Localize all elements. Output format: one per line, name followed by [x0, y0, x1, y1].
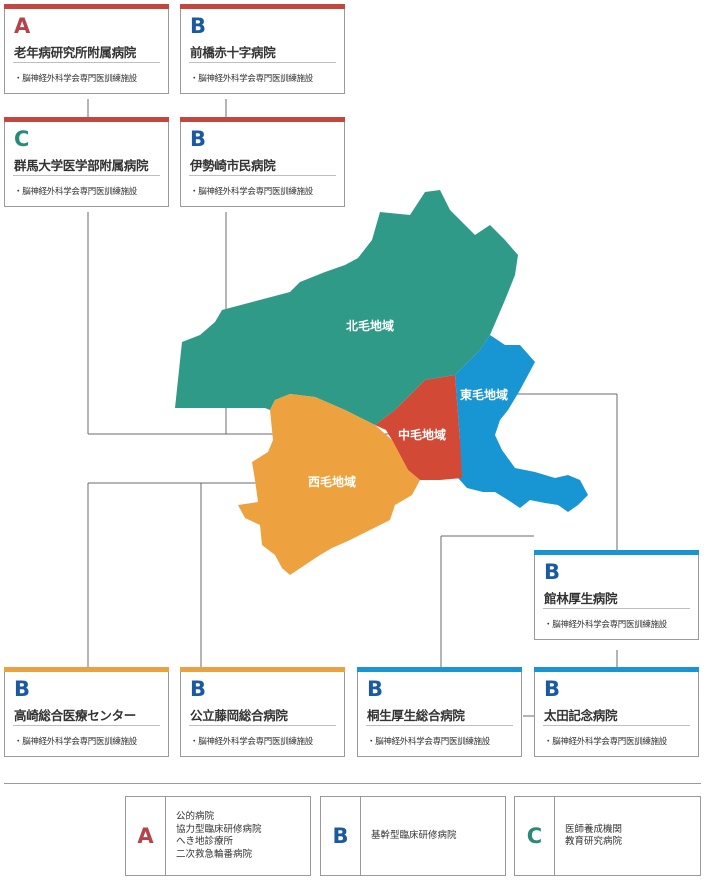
hospital-card-takasaki[interactable]: B 高崎総合医療センター ・脳神経外科学会専門医訓練施設 [4, 667, 169, 757]
legend-item-c: C 医師養成機関 教育研究病院 [514, 796, 701, 876]
region-west[interactable] [238, 394, 420, 575]
hospital-card-rojin[interactable]: A 老年病研究所附属病院 ・脳神経外科学会専門医訓練施設 [4, 4, 169, 94]
legend-item-b: B 基幹型臨床研修病院 [320, 796, 506, 876]
grade-badge: B [544, 560, 561, 584]
card-top-bar [4, 4, 169, 9]
grade-badge: C [14, 127, 30, 151]
legend-grade-badge: C [515, 797, 555, 875]
divider [189, 175, 336, 176]
region-north[interactable] [175, 190, 518, 425]
region-label-north: 北毛地域 [346, 318, 394, 333]
legend-description: 医師養成機関 教育研究病院 [565, 797, 622, 875]
hospital-name: 太田記念病院 [544, 708, 618, 723]
legend-item-a: A 公的病院 協力型臨床研修病院 へき地診療所 二次救急輪番病院 [125, 796, 311, 876]
hospital-tag: ・脳神経外科学会専門医訓練施設 [190, 187, 314, 197]
card-top-bar [534, 550, 699, 555]
card-top-bar [180, 667, 345, 672]
legend-grade-badge: A [126, 797, 166, 875]
hospital-tag: ・脳神経外科学会専門医訓練施設 [14, 737, 138, 747]
hospital-card-fujioka[interactable]: B 公立藤岡総合病院 ・脳神経外科学会専門医訓練施設 [180, 667, 345, 757]
legend-line: 二次救急輪番病院 [176, 848, 253, 860]
hospital-tag: ・脳神経外科学会専門医訓練施設 [14, 74, 138, 84]
divider [13, 175, 160, 176]
divider [189, 725, 336, 726]
grade-badge: B [14, 677, 31, 701]
hospital-name: 桐生厚生総合病院 [367, 708, 465, 723]
hospital-tag: ・脳神経外科学会専門医訓練施設 [544, 620, 668, 630]
hospital-card-gunma-univ[interactable]: C 群馬大学医学部附属病院 ・脳神経外科学会専門医訓練施設 [4, 117, 169, 207]
hospital-name: 群馬大学医学部附属病院 [14, 158, 149, 173]
legend-description: 基幹型臨床研修病院 [371, 797, 457, 875]
hospital-name: 老年病研究所附属病院 [14, 45, 137, 60]
region-label-west: 西毛地域 [308, 474, 356, 489]
hospital-name: 前橋赤十字病院 [190, 45, 276, 60]
region-label-east: 東毛地域 [460, 387, 508, 402]
hospital-name: 館林厚生病院 [544, 591, 618, 606]
hospital-card-ota[interactable]: B 太田記念病院 ・脳神経外科学会専門医訓練施設 [534, 667, 699, 757]
hospital-card-tatebayashi[interactable]: B 館林厚生病院 ・脳神経外科学会専門医訓練施設 [534, 550, 699, 640]
hospital-tag: ・脳神経外科学会専門医訓練施設 [544, 737, 668, 747]
legend-grade-badge: B [321, 797, 361, 875]
card-top-bar [357, 667, 522, 672]
legend-line: 教育研究病院 [565, 836, 623, 847]
hospital-tag: ・脳神経外科学会専門医訓練施設 [190, 74, 314, 84]
legend-line: 基幹型臨床研修病院 [371, 829, 457, 841]
card-top-bar [180, 4, 345, 9]
legend-line: 協力型臨床研修病院 [176, 823, 262, 835]
card-top-bar [180, 117, 345, 122]
legend-line: へき地診療所 [176, 836, 234, 847]
grade-badge: B [367, 677, 384, 701]
divider [13, 725, 160, 726]
grade-badge: B [190, 14, 207, 38]
hospital-tag: ・脳神経外科学会専門医訓練施設 [14, 187, 138, 197]
card-top-bar [534, 667, 699, 672]
card-top-bar [4, 117, 169, 122]
hospital-tag: ・脳神経外科学会専門医訓練施設 [367, 737, 491, 747]
hospital-card-isesaki[interactable]: B 伊勢崎市民病院 ・脳神経外科学会専門医訓練施設 [180, 117, 345, 207]
divider [543, 725, 690, 726]
grade-badge: B [190, 127, 207, 151]
divider [13, 62, 160, 63]
grade-badge: B [544, 677, 561, 701]
region-central[interactable] [375, 375, 462, 480]
legend-line: 公的病院 [176, 811, 215, 822]
legend-line: 医師養成機関 [565, 823, 623, 835]
hospital-tag: ・脳神経外科学会専門医訓練施設 [190, 737, 314, 747]
hospital-name: 伊勢崎市民病院 [190, 158, 276, 173]
divider [366, 725, 513, 726]
legend-divider [4, 783, 701, 784]
hospital-name: 高崎総合医療センター [14, 708, 137, 723]
divider [543, 608, 690, 609]
hospital-name: 公立藤岡総合病院 [190, 708, 288, 723]
region-east[interactable] [455, 335, 588, 512]
grade-badge: A [14, 14, 31, 38]
hospital-card-kiryu[interactable]: B 桐生厚生総合病院 ・脳神経外科学会専門医訓練施設 [357, 667, 522, 757]
grade-badge: B [190, 677, 207, 701]
region-label-central: 中毛地域 [398, 427, 446, 442]
hospital-card-maebashi[interactable]: B 前橋赤十字病院 ・脳神経外科学会専門医訓練施設 [180, 4, 345, 94]
card-top-bar [4, 667, 169, 672]
divider [189, 62, 336, 63]
legend-description: 公的病院 協力型臨床研修病院 へき地診療所 二次救急輪番病院 [176, 797, 262, 875]
